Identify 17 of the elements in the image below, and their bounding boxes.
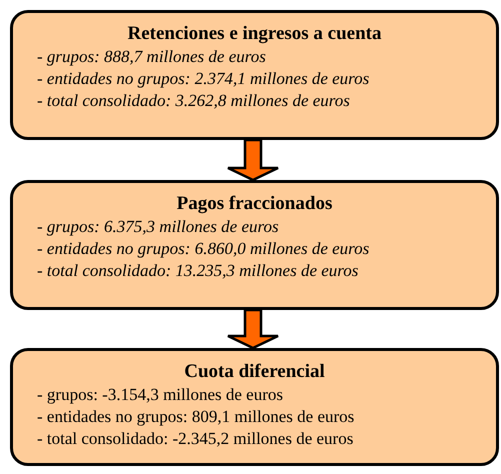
box-heading: Pagos fraccionados [176, 193, 332, 214]
list-item: - entidades no grupos: 809,1 millones de euros [37, 407, 354, 426]
box-heading: Retenciones e ingresos a cuenta [127, 23, 382, 44]
list-item: - grupos: 888,7 millones de euros [37, 47, 266, 66]
process-box [10, 348, 499, 466]
box-heading: Cuota diferencial [184, 361, 325, 382]
process-box [10, 10, 499, 140]
list-item: - total consolidado: 13.235,3 millones de euros [37, 261, 358, 280]
list-item: - total consolidado: 3.262,8 millones de euros [37, 91, 350, 110]
list-item: - grupos: 6.375,3 millones de euros [37, 217, 279, 236]
list-item: - total consolidado: -2.345,2 millones de euros [37, 429, 354, 448]
list-item: - entidades no grupos: 2.374,1 millones de euros [37, 69, 370, 88]
block-arrow [226, 138, 280, 182]
list-item: - entidades no grupos: 6.860,0 millones de euros [37, 239, 370, 258]
process-box [10, 180, 499, 310]
block-arrow [226, 308, 280, 350]
list-item: - grupos: -3.154,3 millones de euros [37, 385, 283, 404]
